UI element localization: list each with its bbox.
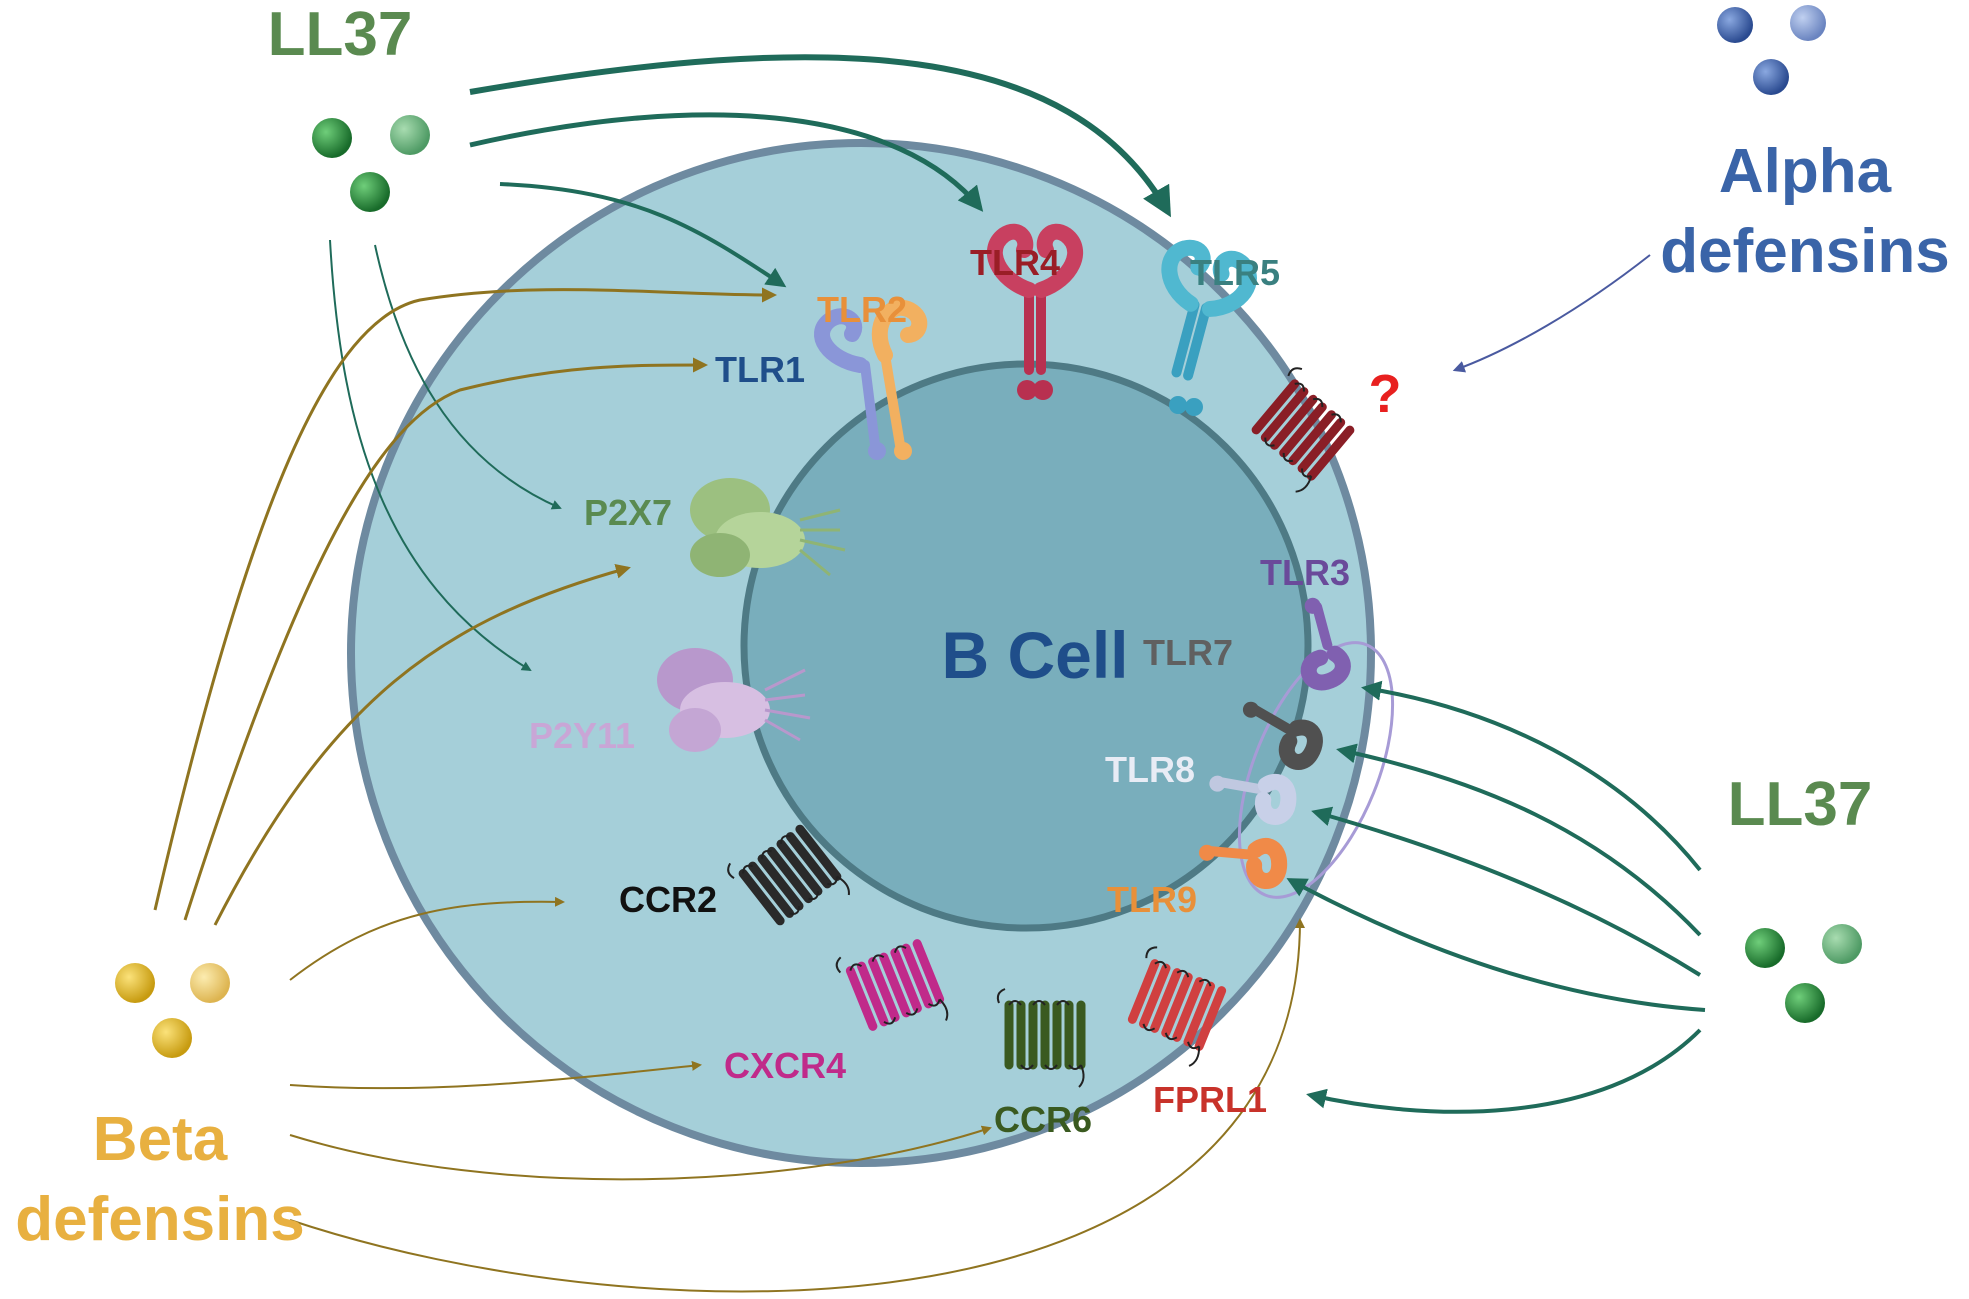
b-cell — [347, 139, 1395, 1167]
tlr3-label: TLR3 — [1260, 552, 1350, 593]
p2y11-receptor-icon — [657, 648, 811, 752]
arrow-beta-tlr2 — [153, 287, 777, 911]
tlr4-receptor-icon — [986, 223, 1084, 400]
tlr1-label: TLR1 — [715, 349, 805, 390]
p2x7-receptor-icon — [690, 478, 846, 577]
tlr9-label: TLR9 — [1107, 879, 1197, 920]
ccr6-label: CCR6 — [994, 1099, 1092, 1140]
arrow-ll37-tlr3 — [1361, 680, 1702, 872]
beta-arrows — [153, 287, 1305, 1293]
alpha-defensins-label-line2: defensins — [1660, 217, 1949, 286]
tlr3-receptor-icon — [1300, 597, 1351, 691]
tlr1-tlr2-receptor-icon — [814, 299, 928, 460]
tlr2-label: TLR2 — [817, 289, 907, 330]
ll37-right-arrows — [1286, 680, 1706, 1114]
tlr7-receptor-icon — [1242, 701, 1323, 770]
cell-label: B Cell — [941, 618, 1128, 692]
tlr5-label: TLR5 — [1190, 252, 1280, 293]
arrow-beta-p2x7 — [213, 563, 631, 926]
arrow-beta-tlr9 — [289, 918, 1305, 1293]
arrow-ll37-tlr5 — [469, 54, 1171, 218]
tlr5-receptor-icon — [1161, 239, 1257, 416]
arrow-beta-ccr6 — [289, 1125, 992, 1181]
ll37-top-arrows — [329, 54, 1171, 672]
arrow-ll37-tlr8 — [1311, 806, 1702, 977]
arrow-ll37-tlr9 — [1286, 878, 1706, 1012]
beta-defensin-peptide-icon — [115, 963, 230, 1058]
tlr8-receptor-icon — [1209, 773, 1297, 825]
tlr9-receptor-icon — [1199, 838, 1288, 889]
endosome — [1237, 641, 1395, 899]
ll37-peptide-icon — [1745, 924, 1862, 1023]
tlr7-label: TLR7 — [1143, 632, 1233, 673]
alpha-defensins-label-line1: Alpha — [1719, 137, 1892, 206]
tlr8-label: TLR8 — [1105, 749, 1195, 790]
beta-defensins-label-line2: defensins — [15, 1185, 304, 1254]
ccr2-label: CCR2 — [619, 879, 717, 920]
ll37-peptide-icon — [312, 115, 430, 212]
p2x7-label: P2X7 — [584, 492, 672, 533]
tlr4-label: TLR4 — [970, 242, 1060, 283]
arrow-ll37-tlr4 — [469, 112, 984, 212]
beta-defensins-label-line1: Beta — [93, 1105, 228, 1174]
fprl1-label: FPRL1 — [1153, 1079, 1267, 1120]
arrow-alpha-question — [1452, 254, 1651, 373]
arrow-beta-tlr1 — [183, 357, 708, 921]
unknown-receptor-question: ? — [1369, 364, 1402, 424]
ll37-right-label: LL37 — [1728, 770, 1873, 839]
arrow-ll37-fprl1 — [1306, 1028, 1702, 1114]
ll37-top-label: LL37 — [268, 0, 413, 69]
arrow-beta-ccr2 — [289, 896, 565, 981]
cxcr4-label: CXCR4 — [724, 1045, 846, 1086]
arrow-beta-cxcr4 — [289, 1060, 702, 1090]
arrow-ll37-tlr7 — [1336, 743, 1702, 937]
arrow-ll37-tlr2 — [499, 182, 787, 288]
p2y11-label: P2Y11 — [529, 715, 635, 756]
alpha-defensin-peptide-icon — [1717, 5, 1826, 95]
